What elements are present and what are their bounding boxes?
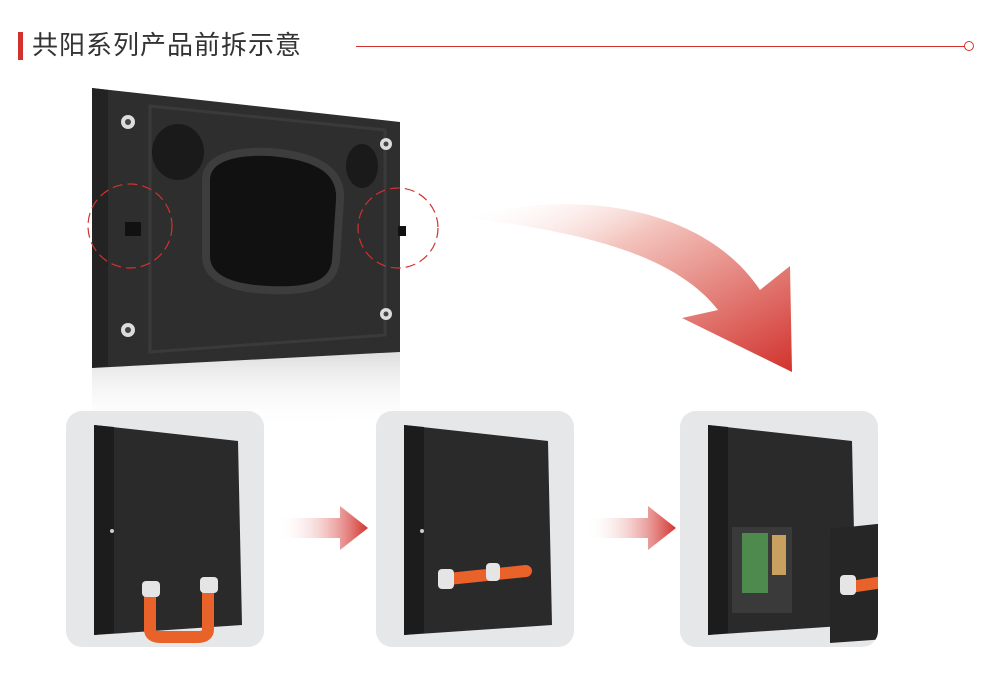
- step-3-panel: [680, 411, 878, 647]
- title-accent-bar: [18, 32, 23, 60]
- curved-arrow-icon: [470, 204, 792, 372]
- page-title: 共阳系列产品前拆示意: [32, 31, 303, 61]
- right-arrow-icon: [586, 506, 676, 550]
- latch-callout-right: [357, 187, 439, 269]
- step-2-panel: [376, 411, 574, 647]
- module-with-handle-1: [94, 425, 242, 643]
- step-1-panel: [66, 411, 264, 647]
- module-removed-illustration: [708, 425, 878, 643]
- section-header: 共阳系列产品前拆示意: [18, 28, 978, 64]
- title-end-dot: [964, 41, 974, 51]
- latch-callout-left: [87, 183, 173, 269]
- right-arrow-icon: [278, 506, 368, 550]
- title-divider-line: [356, 46, 966, 47]
- module-with-handle-2: [404, 425, 552, 635]
